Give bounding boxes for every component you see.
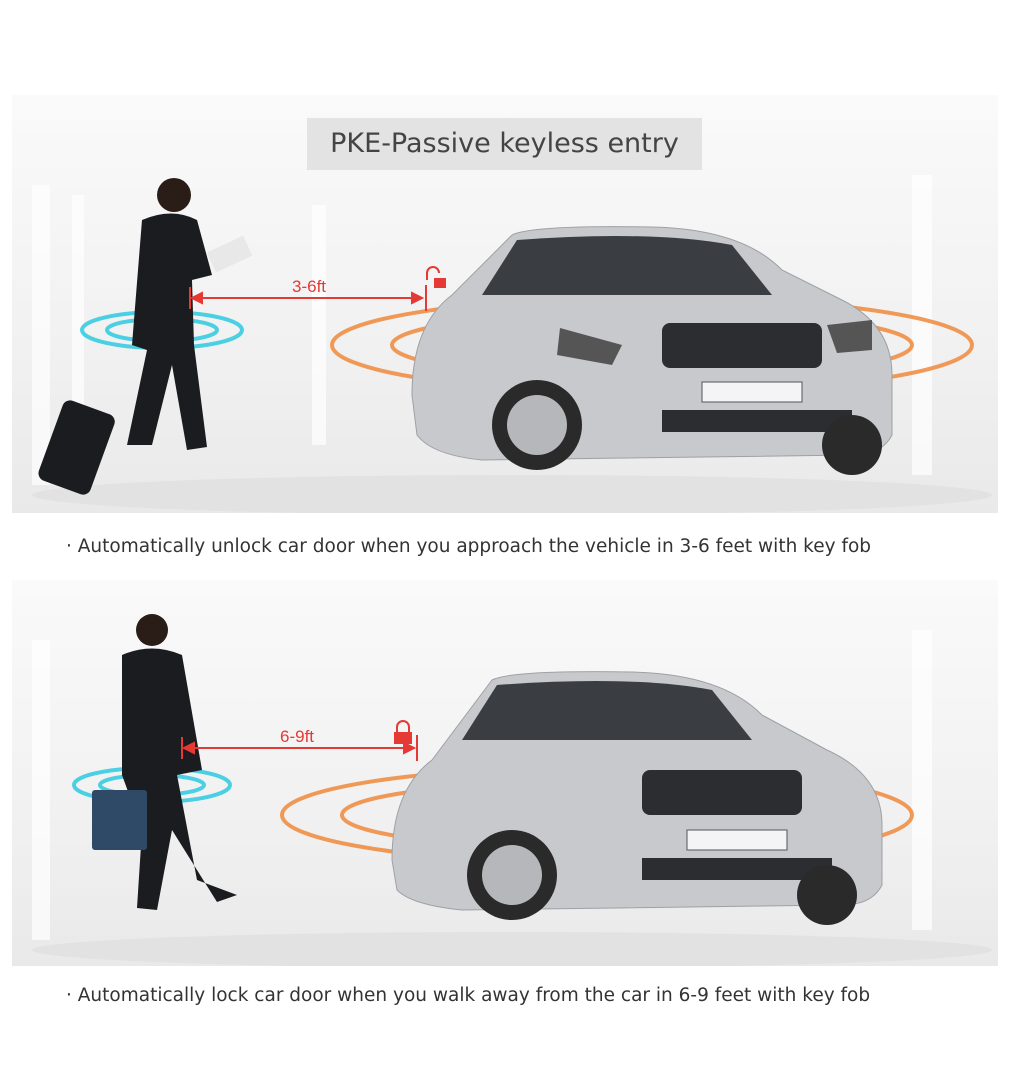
- businessman-with-suitcase: [38, 178, 253, 495]
- distance-arrow: [181, 735, 418, 761]
- floor-reflection: [32, 475, 992, 513]
- scene-lock: 6-9ft: [12, 580, 998, 966]
- caption-unlock: · Automatically unlock car door when you…: [66, 536, 872, 557]
- businessman-with-briefcase: [92, 614, 237, 910]
- distance-arrow: [189, 285, 427, 311]
- car-image: [411, 226, 893, 475]
- page-title: PKE-Passive keyless entry: [307, 118, 702, 170]
- car-image: [391, 671, 883, 925]
- scene-unlock-illustration: 3-6ft: [32, 175, 992, 513]
- scene-lock-illustration: 6-9ft: [32, 614, 992, 966]
- caption-lock: · Automatically lock car door when you w…: [66, 985, 871, 1006]
- distance-label: 3-6ft: [292, 277, 326, 296]
- floor-reflection: [32, 932, 992, 966]
- background-columns: [32, 630, 932, 940]
- locked-padlock-icon: [394, 720, 412, 744]
- unlocked-padlock-icon: [426, 266, 446, 288]
- distance-label: 6-9ft: [280, 727, 314, 746]
